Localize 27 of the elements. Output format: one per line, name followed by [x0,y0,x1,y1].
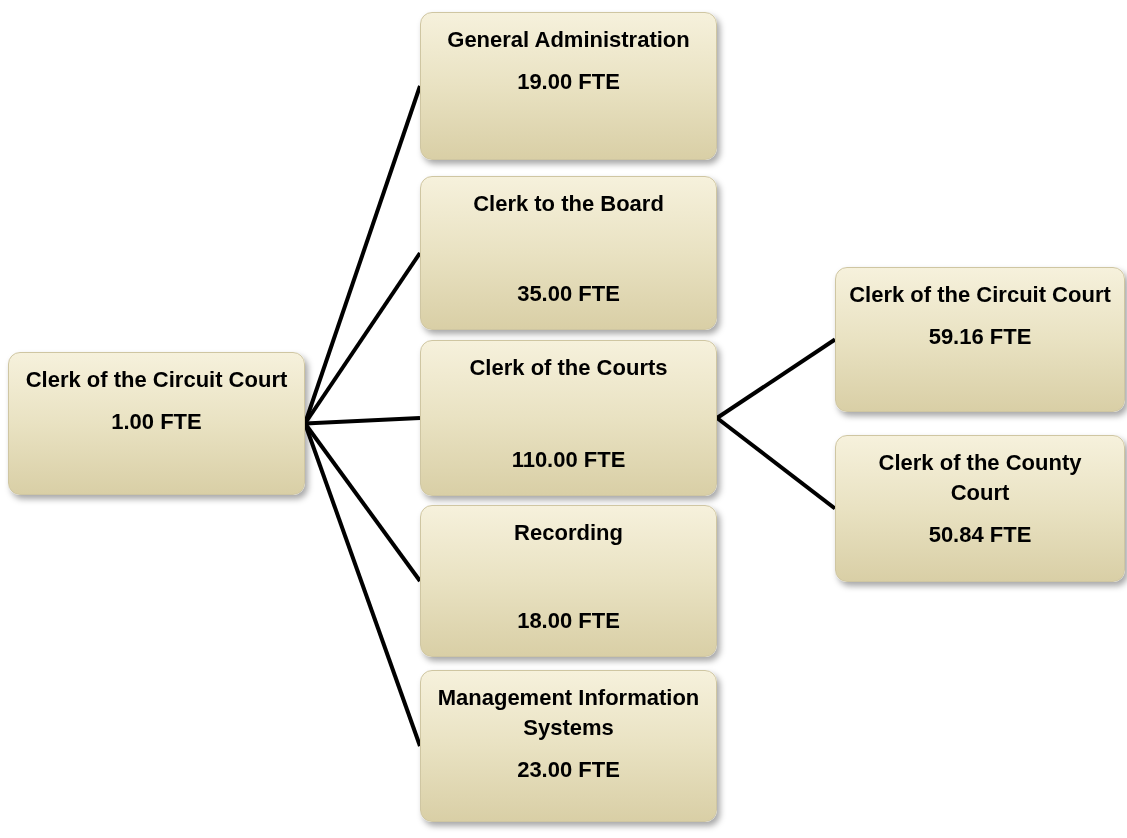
unit-name: Clerk of the County Court [877,449,1083,507]
unit-name: Clerk of the Courts [469,354,668,382]
org-box [835,267,1125,412]
connector-line [715,337,837,420]
org-box [420,340,717,496]
unit-name: Clerk to the Board [473,190,664,218]
unit-name: Clerk of the Circuit Court [849,281,1111,309]
org-box [8,352,305,495]
fte-count: 35.00 FTE [517,280,620,308]
connector-line [715,416,837,511]
fte-count: 59.16 FTE [928,323,1032,351]
org-box [420,12,717,160]
fte-count: 1.00 FTE [111,408,202,436]
fte-count: 18.00 FTE [517,607,620,635]
org-box [420,505,717,657]
org-box [420,670,717,822]
org-box [835,435,1125,582]
fte-count: 50.84 FTE [928,521,1032,549]
org-box [420,176,717,330]
fte-count: 19.00 FTE [517,68,620,96]
unit-name: General Administration [447,26,690,54]
unit-name: Clerk of the Circuit Court [25,366,288,394]
unit-name: Management Information Systems [436,684,701,742]
fte-count: 110.00 FTE [511,446,626,474]
unit-name: Recording [514,519,623,547]
fte-count: 23.00 FTE [517,756,620,784]
connector-line [304,416,421,426]
